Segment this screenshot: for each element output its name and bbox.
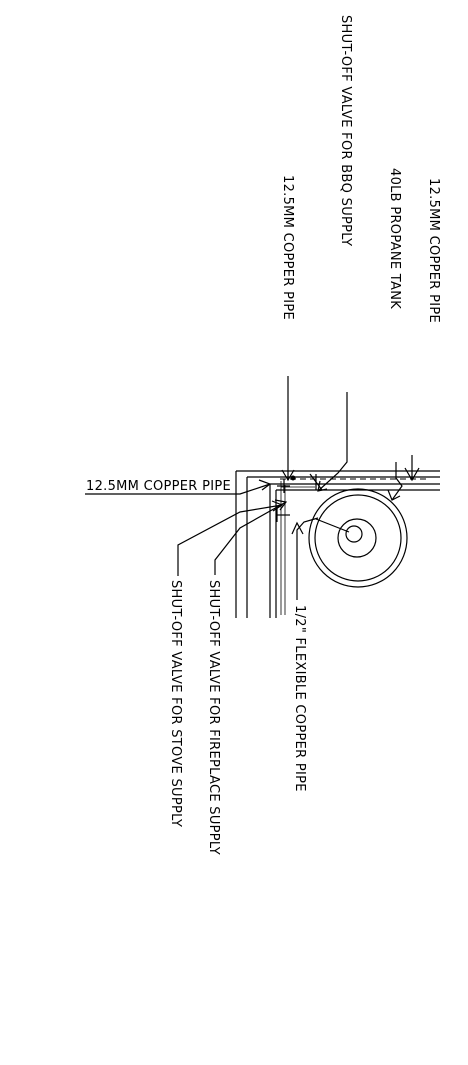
label-valve-stove: SHUT-OFF VALVE FOR STOVE SUPPLY [168,580,183,827]
label-valve-bbq: SHUT-OFF VALVE FOR BBQ SUPPLY [338,15,353,246]
propane-tank [308,488,408,588]
label-pipe-right: 12.5MM COPPER PIPE [426,178,441,323]
label-propane-tank: 40LB PROPANE TANK [387,168,402,309]
label-valve-fireplace: SHUT-OFF VALVE FOR FIREPLACE SUPPLY [206,580,221,855]
label-pipe-mid: 12.5MM COPPER PIPE [280,175,295,320]
copper-pipe-runs [280,478,430,615]
label-pipe-left: 12.5MM COPPER PIPE [86,479,231,494]
label-flex-pipe: 1/2" FLEXIBLE COPPER PIPE [292,605,307,792]
leader-lines [85,376,420,600]
valve-symbols [276,473,323,522]
wall-lines [235,470,440,618]
